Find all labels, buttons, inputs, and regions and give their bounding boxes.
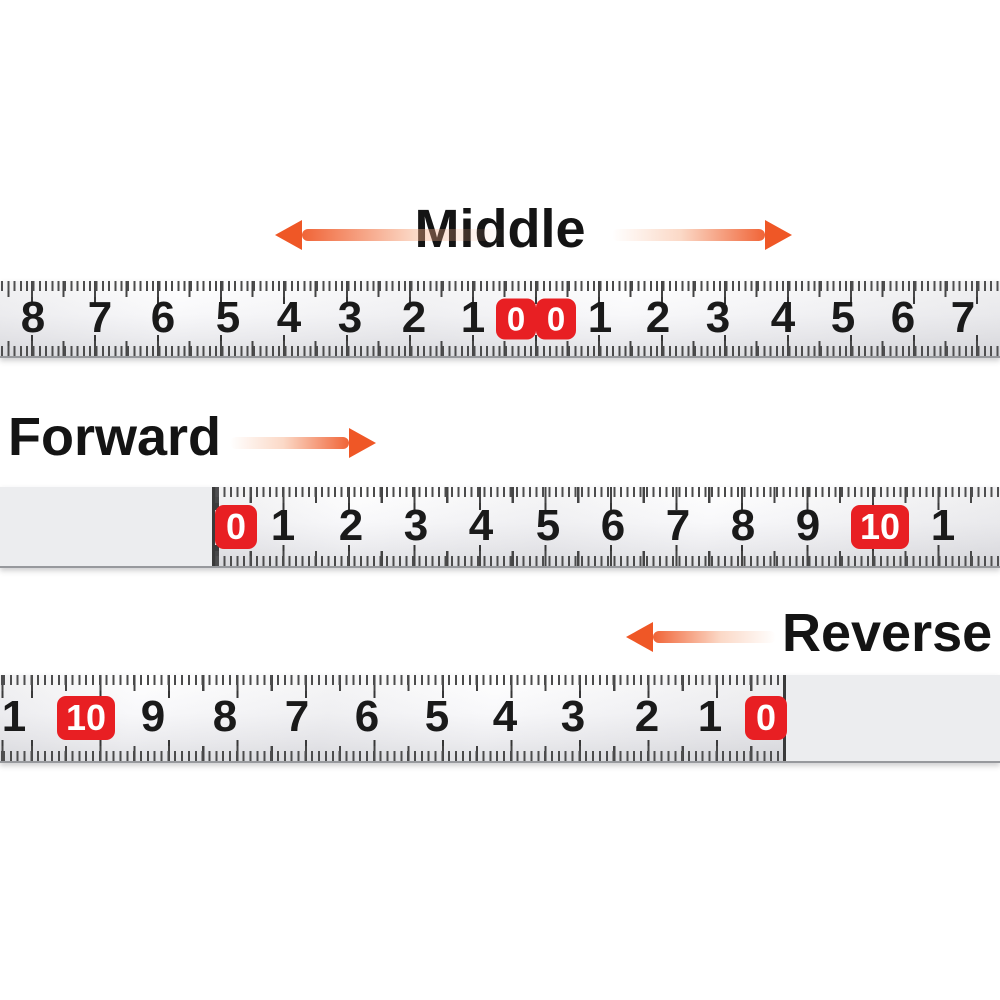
ruler-number: 8 xyxy=(730,500,756,550)
tape-reverse-printed-scale xyxy=(0,675,786,761)
ruler-zero-badge: 0 xyxy=(745,696,787,740)
arrowhead-left-icon xyxy=(626,622,653,652)
ruler-zero-badge: 0 xyxy=(536,298,576,339)
ruler-zero-badge: 0 xyxy=(215,504,257,549)
forward-arrow-icon xyxy=(230,428,376,458)
tape-forward-printed-scale xyxy=(212,487,1000,566)
ruler-number: 5 xyxy=(424,692,450,742)
tape-middle-scale: 8 7 6 5 4 3 2 1 0 0 1 2 3 4 5 6 7 xyxy=(0,281,1000,358)
ruler-number: 7 xyxy=(284,692,310,742)
arrow-tail xyxy=(653,631,776,643)
reverse-section-label: Reverse xyxy=(782,603,993,663)
tape-forward-scale: 0 1 2 3 4 5 6 7 8 9 10 1 xyxy=(0,487,1000,568)
tick-marks-bottom-mm xyxy=(0,751,783,761)
ruler-number: 6 xyxy=(890,292,916,342)
middle-left-arrow-icon xyxy=(275,220,507,250)
ruler-number: 2 xyxy=(401,292,427,342)
tape-reverse-numbers: 1 10 9 8 7 6 5 4 3 2 1 0 xyxy=(0,675,1000,761)
ruler-number: 2 xyxy=(645,292,671,342)
ruler-number: 6 xyxy=(600,500,626,550)
ruler-number: 7 xyxy=(87,292,113,342)
ruler-number: 3 xyxy=(560,692,586,742)
tick-marks-bottom-mm xyxy=(0,346,1000,356)
ruler-number: 6 xyxy=(354,692,380,742)
tape-reverse-scale: 1 10 9 8 7 6 5 4 3 2 1 0 xyxy=(0,675,1000,763)
ruler-number: 1 xyxy=(270,500,296,550)
ruler-number: 2 xyxy=(338,500,364,550)
tape-middle-numbers: 8 7 6 5 4 3 2 1 0 0 1 2 3 4 5 6 7 xyxy=(0,281,1000,356)
ruler-number: 3 xyxy=(705,292,731,342)
arrowhead-right-icon xyxy=(765,220,792,250)
ruler-number: 7 xyxy=(665,500,691,550)
ruler-number: 4 xyxy=(770,292,796,342)
ruler-number: 1 xyxy=(587,292,613,342)
arrowhead-left-icon xyxy=(275,220,302,250)
ruler-number: 5 xyxy=(535,500,561,550)
ruler-number: 1 xyxy=(697,692,723,742)
ruler-number: 5 xyxy=(215,292,241,342)
ruler-number: 1 xyxy=(930,500,956,550)
forward-section-label: Forward xyxy=(8,407,222,467)
ruler-number: 3 xyxy=(403,500,429,550)
middle-right-arrow-icon xyxy=(612,220,792,250)
ruler-number: 3 xyxy=(337,292,363,342)
arrow-tail xyxy=(302,229,507,241)
arrowhead-right-icon xyxy=(349,428,376,458)
ruler-number: 6 xyxy=(150,292,176,342)
ruler-number: 1 xyxy=(1,692,27,742)
tick-marks-top-mm xyxy=(0,675,783,685)
ruler-number: 4 xyxy=(468,500,494,550)
ruler-ten-badge: 10 xyxy=(851,504,909,549)
ruler-number: 9 xyxy=(795,500,821,550)
ruler-number: 8 xyxy=(212,692,238,742)
tape-forward-numbers: 0 1 2 3 4 5 6 7 8 9 10 1 xyxy=(0,487,1000,566)
arrow-tail xyxy=(612,229,765,241)
ruler-number: 8 xyxy=(20,292,46,342)
ruler-number: 9 xyxy=(140,692,166,742)
ruler-number: 7 xyxy=(950,292,976,342)
tick-marks-bottom-mm xyxy=(215,556,1000,566)
ruler-number: 2 xyxy=(634,692,660,742)
reverse-arrow-icon xyxy=(626,622,776,652)
ruler-zero-badge: 0 xyxy=(496,298,536,339)
ruler-number: 4 xyxy=(492,692,518,742)
ruler-number: 1 xyxy=(460,292,486,342)
tick-marks-top-mm xyxy=(215,487,1000,497)
arrow-tail xyxy=(230,437,349,449)
tick-marks-top-mm xyxy=(0,281,1000,291)
ruler-number: 5 xyxy=(830,292,856,342)
ruler-number: 4 xyxy=(276,292,302,342)
ruler-ten-badge: 10 xyxy=(57,696,115,740)
